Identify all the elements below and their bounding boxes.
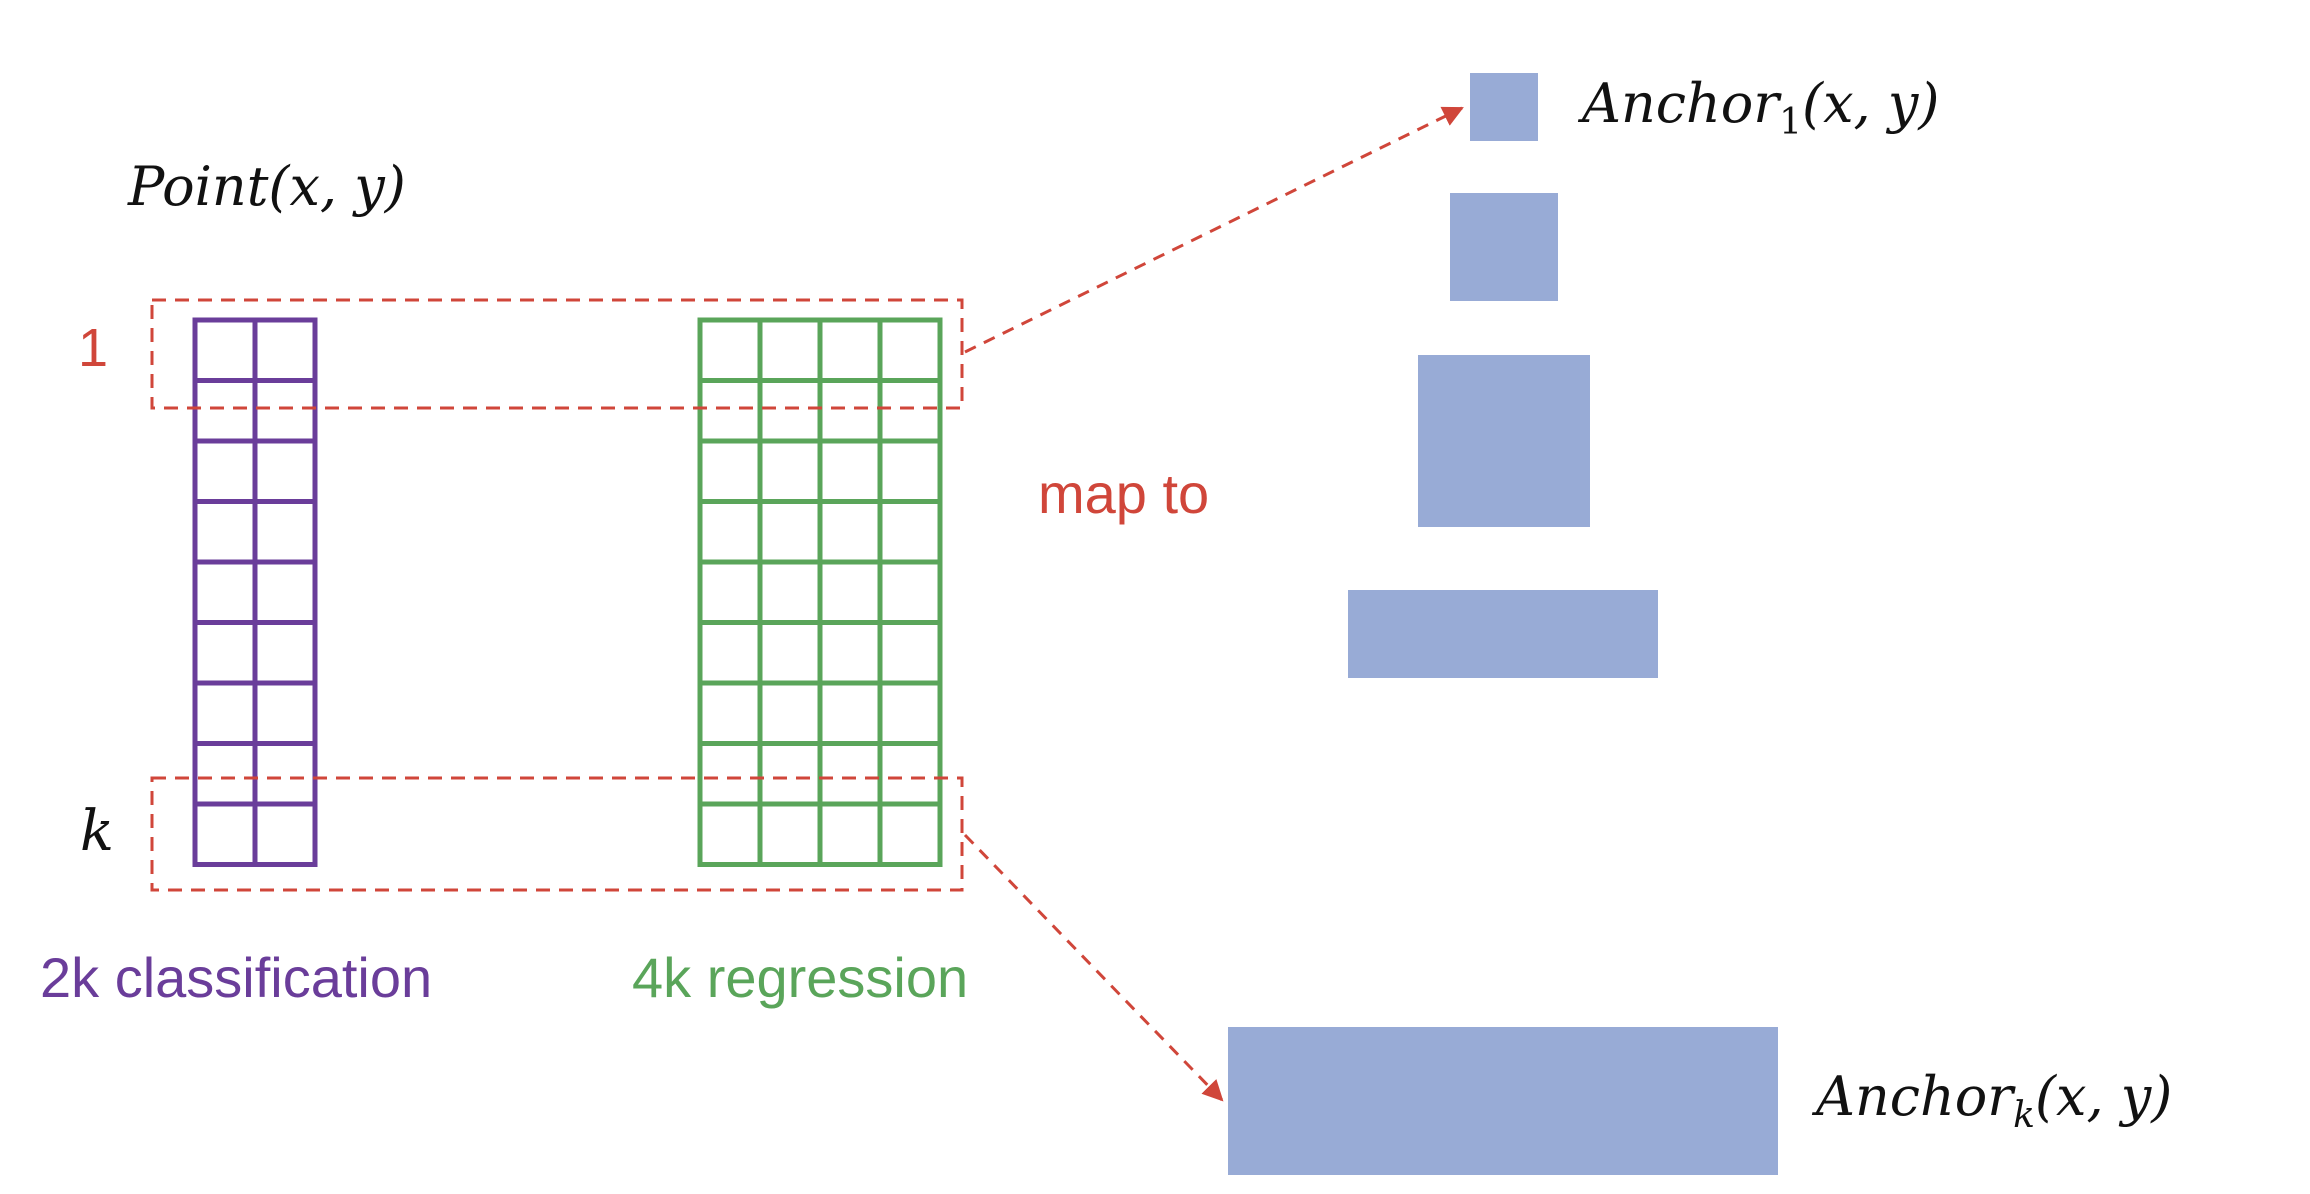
classification-caption: 2k classification <box>40 946 432 1009</box>
classification-grid-cell <box>192 680 258 746</box>
anchor-last-label: Anchork(x, y) <box>1811 1065 2172 1136</box>
regression-grid-cell <box>697 559 763 625</box>
classification-grid-cell <box>192 317 258 383</box>
classification-grid-cell <box>192 499 258 565</box>
classification-grid-cell <box>192 741 258 807</box>
regression-grid-cell <box>757 378 823 444</box>
classification-grid-cell <box>192 801 258 867</box>
classification-grid-cell <box>252 317 318 383</box>
regression-grid-cell <box>877 499 943 565</box>
regression-grid-cell <box>877 741 943 807</box>
regression-grid-cell <box>697 680 763 746</box>
anchor-first-base: Anchor <box>1577 72 1782 135</box>
anchor-last-subscript: k <box>2013 1095 2035 1136</box>
regression-grid-cell <box>877 559 943 625</box>
regression-grid <box>697 317 943 867</box>
classification-grid-cell <box>252 499 318 565</box>
classification-grid-cell <box>192 438 258 504</box>
classification-grid-cell <box>252 559 318 625</box>
classification-grid-cell <box>252 438 318 504</box>
anchor-first-subscript: 1 <box>1779 102 1802 143</box>
anchor-box-4 <box>1348 590 1658 678</box>
regression-grid-cell <box>757 801 823 867</box>
classification-grid-cell <box>252 680 318 746</box>
classification-grid-cell <box>252 620 318 686</box>
regression-grid-cell <box>817 801 883 867</box>
regression-grid-cell <box>757 499 823 565</box>
regression-caption: 4k regression <box>632 946 968 1009</box>
regression-grid-cell <box>877 680 943 746</box>
regression-grid-cell <box>757 317 823 383</box>
classification-grid-cell <box>192 378 258 444</box>
regression-grid-cell <box>817 559 883 625</box>
row-index-first: 1 <box>78 318 108 378</box>
highlight-row-first <box>150 298 964 410</box>
regression-grid-cell <box>877 801 943 867</box>
classification-grid-cell <box>252 378 318 444</box>
regression-grid-cell <box>757 620 823 686</box>
regression-grid-cell <box>697 499 763 565</box>
regression-grid-cell <box>877 317 943 383</box>
regression-grid-cell <box>817 620 883 686</box>
regression-grid-cell <box>877 438 943 504</box>
row-index-last: k <box>80 799 114 864</box>
regression-grid-cell <box>817 438 883 504</box>
highlight-row-last <box>150 776 964 892</box>
regression-grid-cell <box>877 378 943 444</box>
classification-grid-cell <box>192 559 258 625</box>
anchor-box-5 <box>1228 1027 1778 1175</box>
anchor-box-2 <box>1450 193 1558 301</box>
regression-grid-cell <box>697 317 763 383</box>
regression-grid-cell <box>877 620 943 686</box>
regression-grid-cell <box>817 378 883 444</box>
regression-grid-cell <box>817 680 883 746</box>
regression-grid-cell <box>697 801 763 867</box>
regression-grid-cell <box>757 680 823 746</box>
point-label: Point(x, y) <box>127 155 406 218</box>
classification-grid-cell <box>252 801 318 867</box>
regression-grid-cell <box>817 317 883 383</box>
arrow-to-last-anchor <box>963 833 1224 1102</box>
arrow-to-first-anchor <box>964 106 1464 354</box>
anchor-first-args: (x, y) <box>1802 72 1939 135</box>
classification-grid-cell <box>192 620 258 686</box>
regression-grid-cell <box>697 620 763 686</box>
anchor-box-1 <box>1470 73 1538 141</box>
anchor-last-args: (x, y) <box>2035 1065 2172 1128</box>
regression-grid-cell <box>757 438 823 504</box>
regression-grid-cell <box>697 438 763 504</box>
regression-grid-cell <box>817 741 883 807</box>
regression-grid-cell <box>817 499 883 565</box>
regression-grid-cell <box>757 559 823 625</box>
classification-grid-cell <box>252 741 318 807</box>
anchor-first-label: Anchor1(x, y) <box>1577 72 1939 143</box>
map-to-label: map to <box>1038 462 1209 525</box>
anchor-last-base: Anchor <box>1811 1065 2016 1128</box>
regression-grid-cell <box>697 741 763 807</box>
regression-grid-cell <box>697 378 763 444</box>
classification-grid <box>192 317 318 867</box>
anchor-box-3 <box>1418 355 1590 527</box>
regression-grid-cell <box>757 741 823 807</box>
